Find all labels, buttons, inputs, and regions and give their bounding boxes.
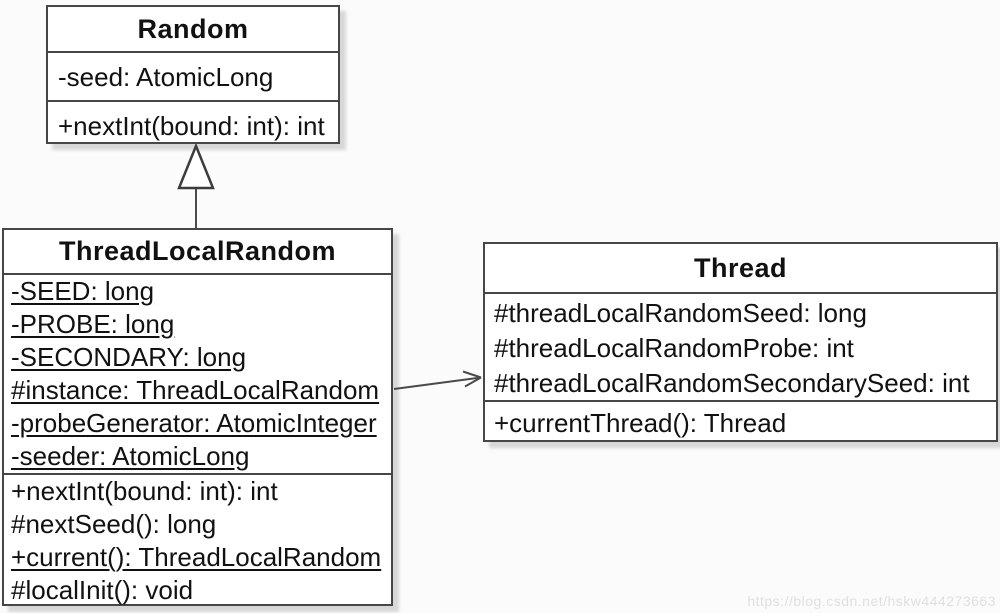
attribute-row: #threadLocalRandomProbe: int xyxy=(494,333,854,363)
methods-compartment-thread: +currentThread(): Thread xyxy=(485,400,996,450)
class-box-threadlocalrandom: ThreadLocalRandom -SEED: long -PROBE: lo… xyxy=(2,228,393,606)
generalization-arrow xyxy=(177,142,215,228)
attributes-compartment-random: -seed: AtomicLong xyxy=(48,51,338,100)
attribute-row: -probeGenerator: AtomicInteger xyxy=(11,408,377,438)
method-row: +current(): ThreadLocalRandom xyxy=(11,542,382,572)
attribute-row: #threadLocalRandomSecondarySeed: int xyxy=(494,368,970,398)
attribute-row: #instance: ThreadLocalRandom xyxy=(11,375,380,405)
attribute-row: -seeder: AtomicLong xyxy=(11,441,250,471)
class-title-random: Random xyxy=(137,13,249,44)
method-row: #nextSeed(): long xyxy=(11,509,217,539)
class-title-thread: Thread xyxy=(693,252,788,283)
class-title-threadlocalrandom: ThreadLocalRandom xyxy=(58,236,337,266)
watermark-text: https://blog.csdn.net/hskw444273663 xyxy=(747,593,996,609)
class-box-thread: Thread #threadLocalRandomSeed: long #thr… xyxy=(483,242,998,442)
attributes-compartment-threadlocalrandom: -SEED: long -PROBE: long -SECONDARY: lon… xyxy=(4,273,391,473)
attribute-row: -SECONDARY: long xyxy=(11,342,247,372)
method-row: #localInit(): void xyxy=(11,575,194,605)
attribute-row: -SEED: long xyxy=(11,276,155,306)
methods-compartment-threadlocalrandom: +nextInt(bound: int): int #nextSeed(): l… xyxy=(4,473,391,608)
association-arrow xyxy=(393,370,482,390)
method-row: +nextInt(bound: int): int xyxy=(58,111,325,141)
method-row: +currentThread(): Thread xyxy=(494,408,787,438)
attribute-row: #threadLocalRandomSeed: long xyxy=(494,298,867,328)
methods-compartment-random: +nextInt(bound: int): int xyxy=(48,100,338,149)
class-box-random: Random -seed: AtomicLong +nextInt(bound:… xyxy=(46,5,340,144)
attributes-compartment-thread: #threadLocalRandomSeed: long #threadLoca… xyxy=(485,292,996,400)
attribute-row: -PROBE: long xyxy=(11,309,175,339)
attribute-row: -seed: AtomicLong xyxy=(58,62,274,92)
method-row: +nextInt(bound: int): int xyxy=(11,476,278,506)
